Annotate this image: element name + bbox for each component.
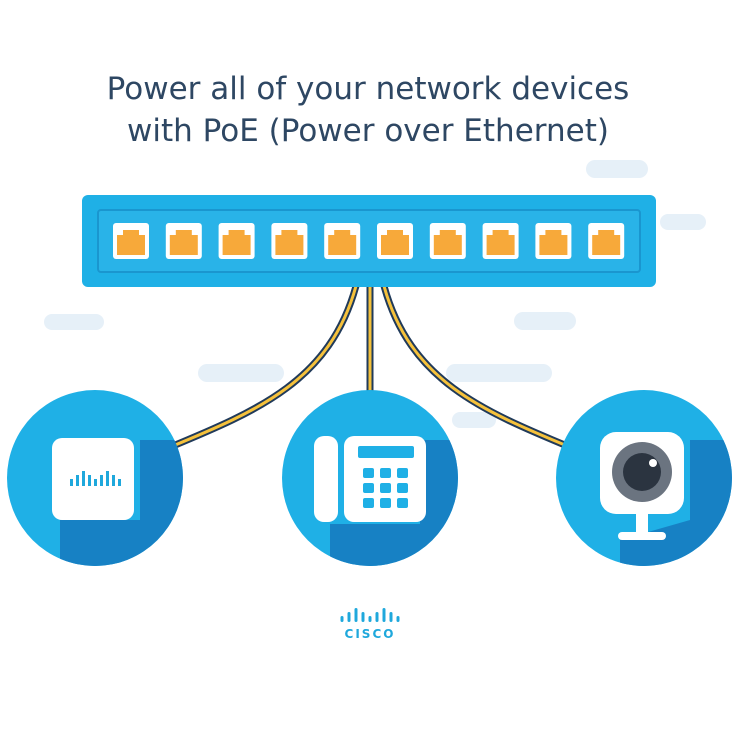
phone-screen — [358, 446, 414, 458]
camera-base — [618, 532, 666, 540]
cloud-shape — [514, 312, 576, 330]
ethernet-port — [482, 223, 519, 259]
background-clouds — [44, 160, 706, 428]
logo-bar — [347, 612, 351, 622]
cloud-shape — [198, 364, 284, 382]
ethernet-port — [165, 223, 202, 259]
headline-line-2: with PoE (Power over Ethernet) — [127, 113, 609, 149]
keypad-key — [380, 483, 391, 493]
camera-stand — [636, 514, 648, 534]
logo-bar — [361, 612, 365, 622]
phone-handset — [314, 436, 338, 522]
ethernet-port — [535, 223, 572, 259]
camera-icon — [600, 432, 684, 540]
device-security-camera — [556, 390, 732, 566]
headline-line-1: Power all of your network devices — [106, 71, 630, 107]
cisco-bridge-mark — [340, 608, 400, 622]
ethernet-port — [113, 223, 149, 259]
cloud-shape — [452, 412, 496, 428]
cable-to-camera-core — [382, 284, 574, 450]
logo-bar — [389, 612, 393, 622]
desk-phone-icon — [314, 436, 426, 522]
cable-to-access-point-core — [166, 284, 358, 450]
keypad-key — [397, 483, 408, 493]
cisco-logo: CISCO — [340, 608, 400, 641]
logo-bar — [375, 612, 379, 622]
ethernet-port — [271, 223, 308, 259]
wireless-access-point-icon — [70, 471, 121, 486]
ethernet-port — [588, 223, 625, 259]
logo-bar — [396, 616, 400, 622]
camera-lens — [623, 453, 661, 491]
cloud-shape — [660, 214, 706, 230]
cloud-shape — [586, 160, 648, 178]
logo-bar — [368, 616, 372, 622]
ethernet-port — [377, 223, 413, 259]
switch-ports — [113, 223, 625, 259]
keypad-key — [363, 498, 374, 508]
ethernet-port — [324, 223, 361, 259]
cisco-wordmark: CISCO — [345, 627, 396, 641]
cloud-shape — [44, 314, 104, 330]
keypad-key — [380, 498, 391, 508]
access-point-body — [52, 438, 134, 520]
logo-bar — [354, 608, 358, 622]
device-access-point — [7, 390, 183, 566]
keypad-key — [363, 483, 374, 493]
ethernet-port — [218, 223, 255, 259]
ethernet-port — [429, 223, 466, 259]
keypad-key — [363, 468, 374, 478]
device-ip-phone — [282, 390, 458, 566]
cloud-shape — [446, 364, 552, 382]
ethernet-cables — [164, 282, 576, 452]
logo-bar — [340, 616, 344, 622]
camera-lens-glint — [649, 459, 657, 467]
headline: Power all of your network devices with P… — [0, 68, 736, 152]
keypad-key — [380, 468, 391, 478]
keypad-key — [397, 498, 408, 508]
logo-bar — [382, 608, 386, 622]
network-switch — [82, 195, 656, 287]
keypad-key — [397, 468, 408, 478]
phone-keypad — [363, 468, 408, 508]
